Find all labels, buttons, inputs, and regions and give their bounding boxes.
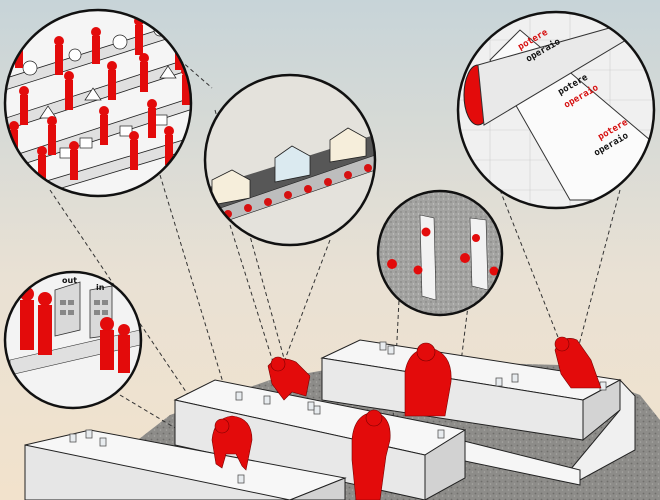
board-label-out: out	[62, 276, 77, 285]
zoom-circle-assembly-line	[3, 8, 193, 198]
front-workbench	[24, 429, 347, 500]
zoom-lines	[49, 59, 621, 463]
zoom-circle-banner-roll: potere operaio potere operaio potere ope…	[456, 10, 656, 210]
red-workers	[211, 336, 602, 500]
board-label-in: in	[96, 283, 105, 292]
cups	[69, 341, 607, 484]
zoom-circle-in-out-boards: out in	[3, 270, 143, 410]
back-workbench	[320, 339, 636, 486]
zoom-circle-gravel-panels	[376, 189, 504, 317]
zoom-circle-house-conveyor	[203, 73, 377, 247]
